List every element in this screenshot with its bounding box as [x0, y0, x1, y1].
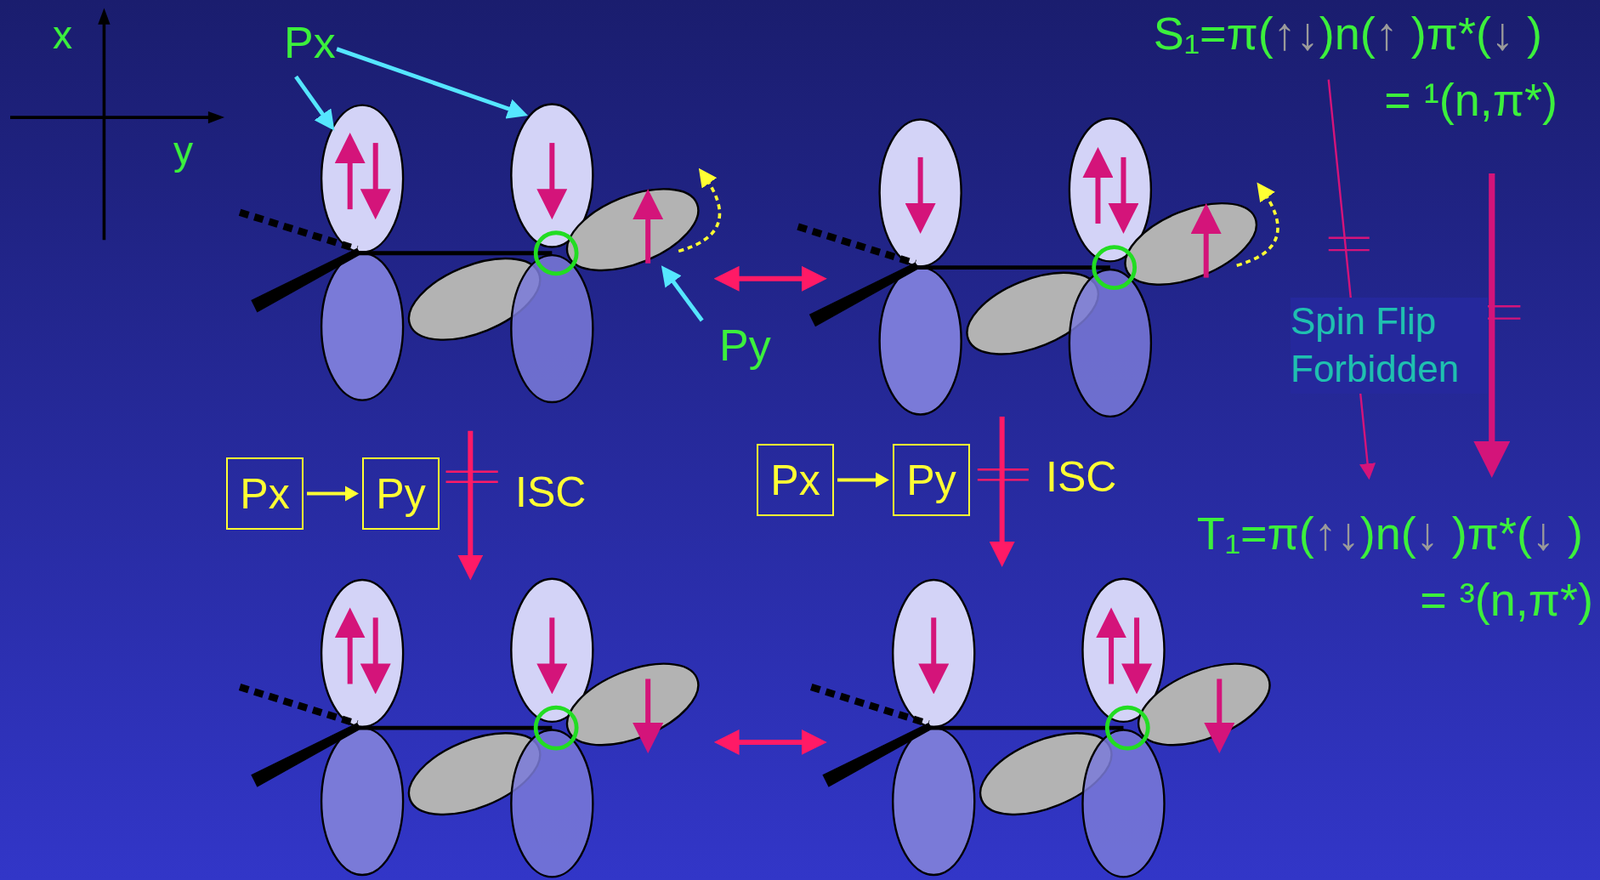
label-text: Py	[719, 321, 772, 370]
box-text: Px	[239, 469, 290, 519]
label-text: Spin Flip Forbidden	[1290, 297, 1488, 394]
label-text: Px	[283, 18, 336, 68]
box-text: Px	[770, 455, 820, 505]
label-text: x	[52, 13, 73, 57]
orbital-box: Px	[226, 457, 304, 530]
orbital-box: Px	[756, 443, 835, 517]
label-text: = ³(n,π*)	[1419, 574, 1594, 625]
label-text: S₁=π(↑↓)n(↑ )π*(↓ )	[1153, 8, 1543, 59]
label-text: ISC	[1045, 453, 1117, 501]
box-text: Py	[906, 455, 956, 505]
flow-arrow	[837, 472, 890, 488]
orbital-box: Py	[892, 443, 971, 517]
label-text: T₁=π(↑↓)n(↓ )π*(↓ )	[1197, 508, 1583, 559]
label-text: = ¹(n,π*)	[1384, 74, 1558, 125]
flow-arrow	[306, 486, 359, 502]
label-text: ISC	[515, 469, 586, 517]
orbital-box: Py	[362, 457, 440, 530]
label-text: y	[173, 129, 193, 173]
box-text: Py	[375, 469, 426, 519]
